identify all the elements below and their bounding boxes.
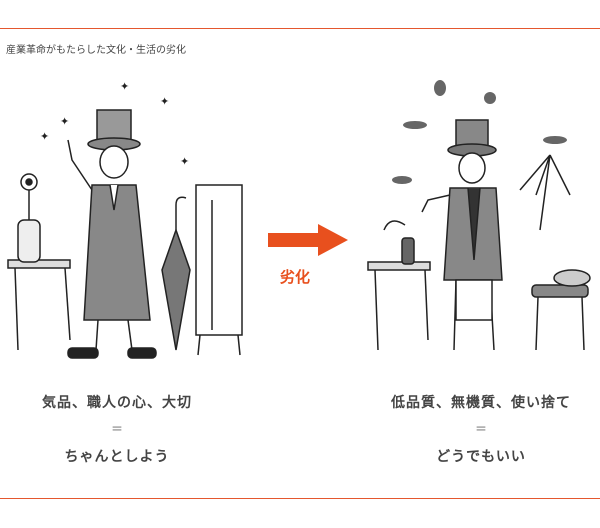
svg-text:✦: ✦	[40, 130, 49, 143]
right-summary: どうでもいい	[436, 449, 526, 465]
caption: 産業革命がもたらした文化・生活の劣化	[6, 45, 186, 56]
svg-text:✦: ✦	[160, 95, 169, 108]
svg-text:✦: ✦	[120, 80, 129, 93]
arrow-icon	[268, 224, 348, 256]
svg-text:✦: ✦	[60, 115, 69, 128]
degraded-man-illustration	[367, 80, 591, 351]
right-equals: ＝	[474, 422, 487, 436]
bottom-rule	[0, 498, 600, 499]
svg-text:✦: ✦	[180, 155, 189, 168]
right-label: 低品質、無機質、使い捨て	[391, 395, 571, 411]
top-rule	[0, 28, 600, 29]
left-equals: ＝	[110, 422, 123, 436]
left-label: 気品、職人の心、大切	[42, 395, 192, 411]
gentleman-illustration: ✦ ✦ ✦ ✦ ✦	[7, 80, 243, 359]
arrow-label: 劣化	[280, 268, 311, 286]
left-summary: ちゃんとしよう	[64, 449, 170, 465]
